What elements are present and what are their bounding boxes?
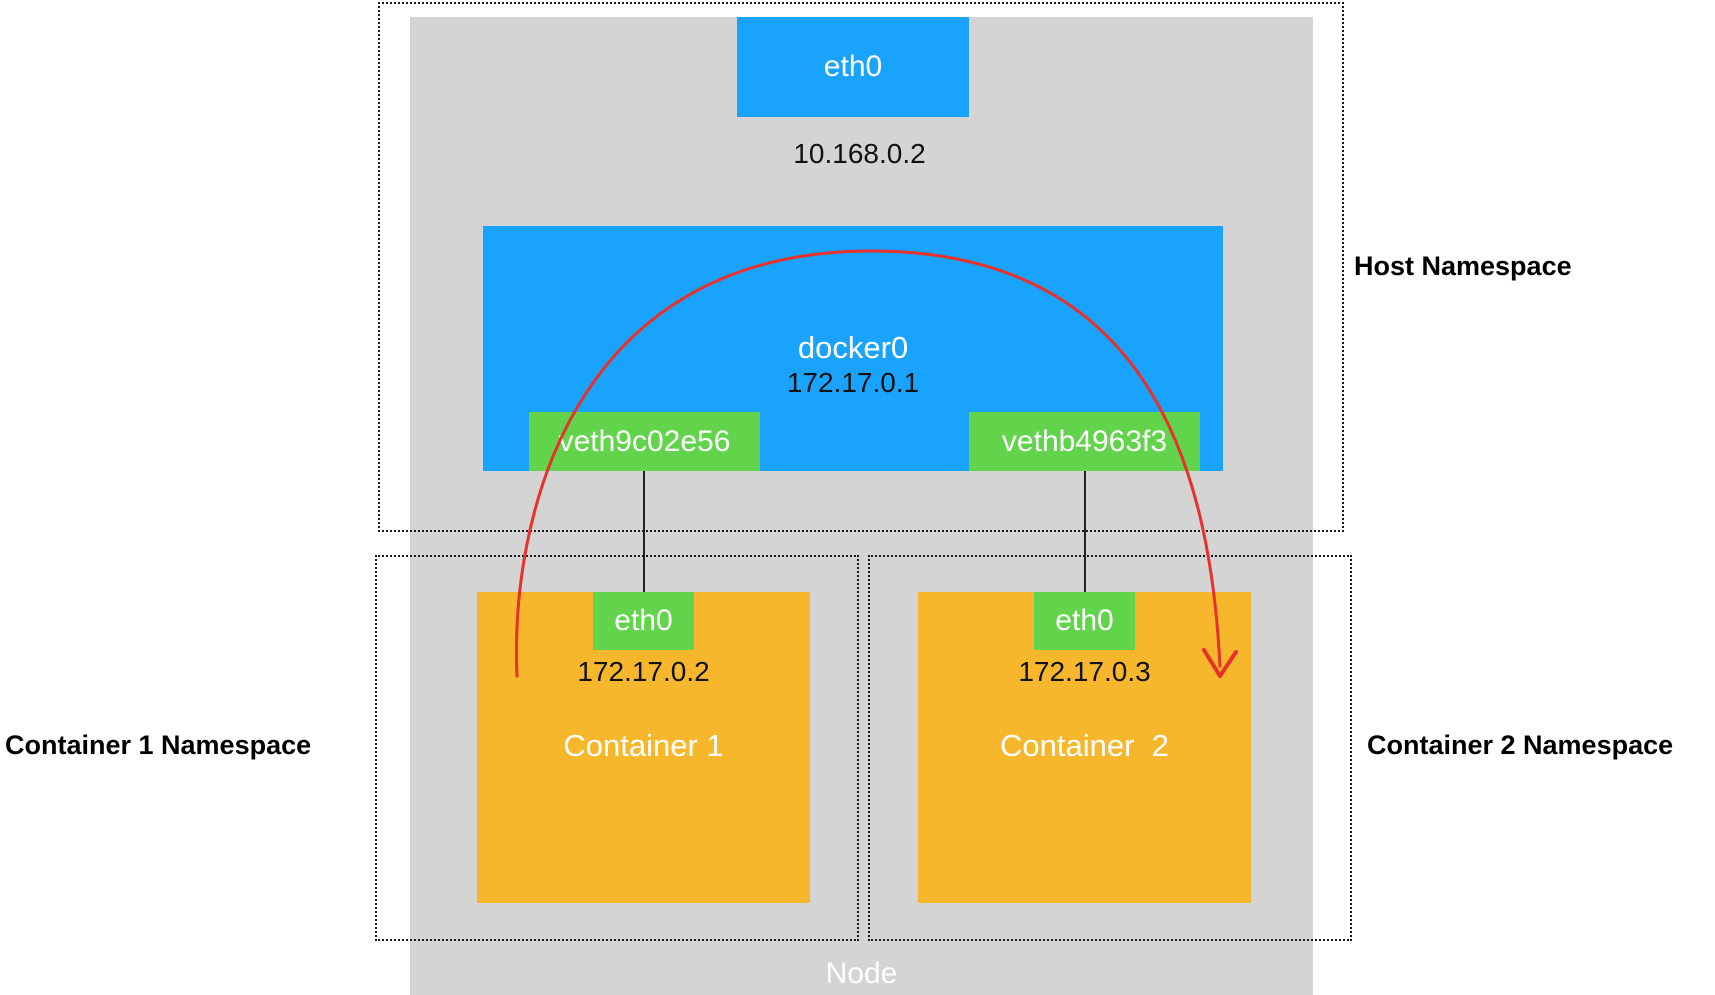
host-eth0-ip: 10.168.0.2 [793, 138, 926, 169]
host-namespace-label: Host Namespace [1354, 251, 1572, 281]
veth1-link-line [643, 471, 645, 593]
veth1-label: veth9c02e56 [558, 424, 731, 458]
node-label: Node [825, 957, 898, 990]
container1-ip: 172.17.0.2 [577, 656, 710, 687]
container1-namespace-label: Container 1 Namespace [5, 730, 312, 760]
container1-label: Container 1 [563, 728, 724, 763]
container1-eth0-label: eth0 [614, 604, 673, 637]
veth-pair-container2: vethb4963f3 [969, 412, 1200, 471]
container2-ip: 172.17.0.3 [1018, 656, 1151, 687]
container1-eth0-interface: eth0 [593, 592, 694, 650]
host-eth0-label: eth0 [823, 50, 883, 83]
veth2-label: vethb4963f3 [1001, 424, 1168, 458]
veth-pair-container1: veth9c02e56 [529, 412, 760, 471]
docker0-label: docker0 [797, 330, 909, 365]
container2-eth0-interface: eth0 [1034, 592, 1135, 650]
host-eth0-interface: eth0 [737, 17, 969, 117]
docker0-ip: 172.17.0.1 [786, 367, 920, 398]
container2-label: Container 2 [1000, 728, 1169, 763]
container2-eth0-label: eth0 [1055, 604, 1114, 637]
container2-namespace-label: Container 2 Namespace [1367, 730, 1674, 760]
veth2-link-line [1084, 471, 1086, 593]
